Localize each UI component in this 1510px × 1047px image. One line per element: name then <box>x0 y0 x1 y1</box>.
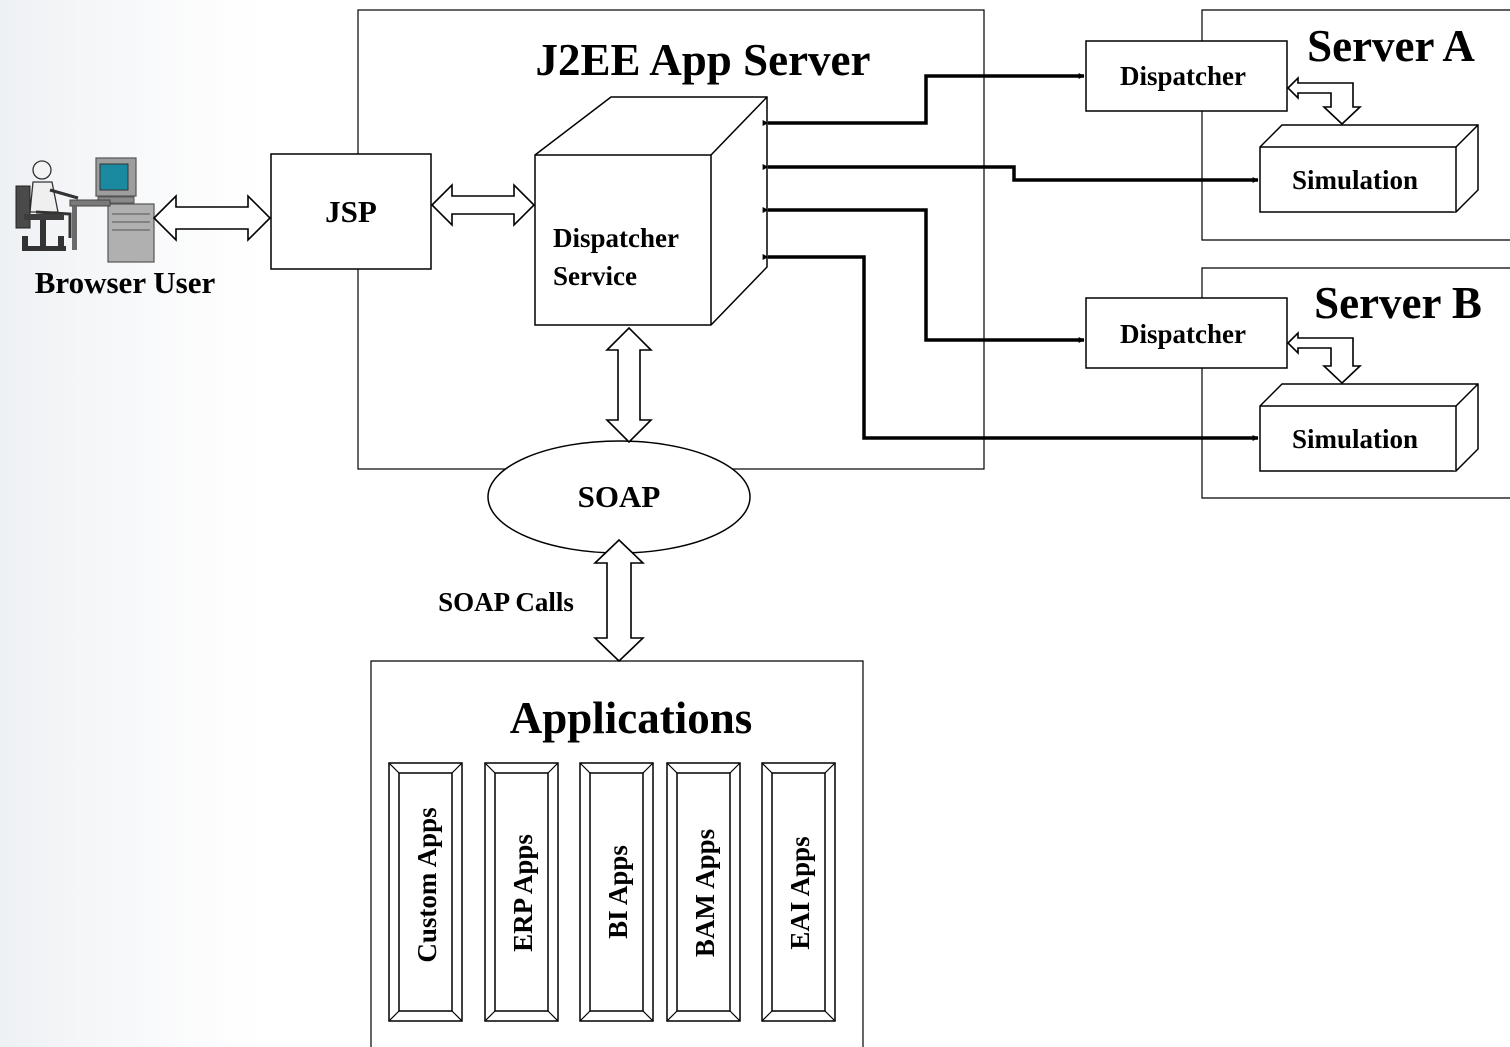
browser-user-label: Browser User <box>35 265 216 300</box>
app-column: Custom Apps <box>388 762 463 1022</box>
app-label-custom: Custom Apps <box>412 807 442 962</box>
server-b-simulation-box <box>1259 383 1479 472</box>
app-label-erp: ERP Apps <box>508 834 538 952</box>
soap-calls-label: SOAP Calls <box>438 587 574 617</box>
browser-user-icon <box>15 157 155 263</box>
app-column: BAM Apps <box>666 762 741 1022</box>
server-b-dispatcher-label: Dispatcher <box>1120 319 1246 349</box>
applications-container <box>370 660 864 1047</box>
server-a-internal-arrow <box>1286 76 1363 126</box>
service-to-dispatcher-b-line <box>762 207 1085 343</box>
jsp-service-arrow <box>430 183 536 227</box>
server-a-simulation-box <box>1259 124 1479 213</box>
server-b-internal-arrow <box>1286 331 1363 385</box>
user-jsp-arrow <box>152 194 272 242</box>
soap-applications-arrow <box>593 538 645 663</box>
app-server-title: J2EE App Server <box>535 35 870 85</box>
server-a-simulation-label: Simulation <box>1292 165 1418 195</box>
server-a-container <box>1201 9 1510 241</box>
server-b-title: Server B <box>1314 278 1482 328</box>
service-to-simulation-b-line <box>762 254 1259 441</box>
dispatcher-service-line1: Dispatcher <box>553 223 679 253</box>
soap-label: SOAP <box>578 479 661 514</box>
server-b-simulation-label: Simulation <box>1292 424 1418 454</box>
service-soap-arrow <box>605 326 653 444</box>
dispatcher-service-line2: Service <box>553 261 637 291</box>
jsp-label: JSP <box>325 194 377 229</box>
app-column: EAI Apps <box>761 762 836 1022</box>
service-to-dispatcher-a-line <box>762 73 1085 126</box>
server-a-title: Server A <box>1307 21 1475 71</box>
service-to-simulation-a-line <box>762 164 1259 183</box>
app-label-eai: EAI Apps <box>785 836 815 949</box>
app-label-bam: BAM Apps <box>690 829 720 957</box>
jsp-box <box>270 153 432 270</box>
applications-title: Applications <box>510 693 753 743</box>
server-a-dispatcher-label: Dispatcher <box>1120 61 1246 91</box>
app-label-bi: BI Apps <box>603 845 633 939</box>
app-column: BI Apps <box>579 762 654 1022</box>
dispatcher-service-cube <box>534 96 768 326</box>
server-a-dispatcher-box <box>1085 40 1288 112</box>
app-column: ERP Apps <box>484 762 559 1022</box>
